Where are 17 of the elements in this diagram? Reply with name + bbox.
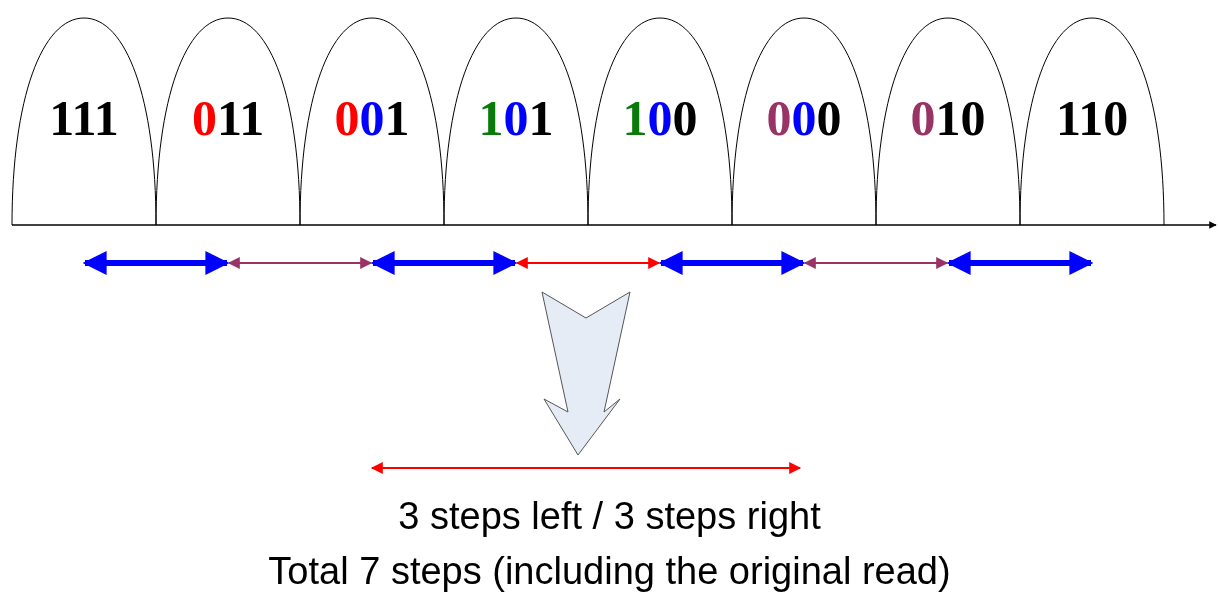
double-arrow <box>227 257 373 269</box>
double-arrow <box>370 251 518 275</box>
bit-pattern-label: 010 <box>909 90 987 146</box>
double-arrow <box>946 251 1094 275</box>
caption-text: 3 steps left / 3 steps right <box>397 494 822 538</box>
bit-pattern-label: 101 <box>477 90 555 146</box>
bit-pattern-label: 111 <box>48 90 120 146</box>
double-arrow <box>82 251 230 275</box>
bit-pattern-label: 001 <box>333 90 411 146</box>
bit-pattern-label: 000 <box>765 90 843 146</box>
double-arrow <box>515 257 661 269</box>
double-arrow <box>803 257 949 269</box>
caption-text: Total 7 steps (including the original read) <box>267 549 952 593</box>
bit-pattern-label: 110 <box>1054 90 1130 146</box>
bit-pattern-label: 011 <box>190 90 266 146</box>
bit-pattern-label: 100 <box>621 90 699 146</box>
double-arrow <box>658 251 806 275</box>
